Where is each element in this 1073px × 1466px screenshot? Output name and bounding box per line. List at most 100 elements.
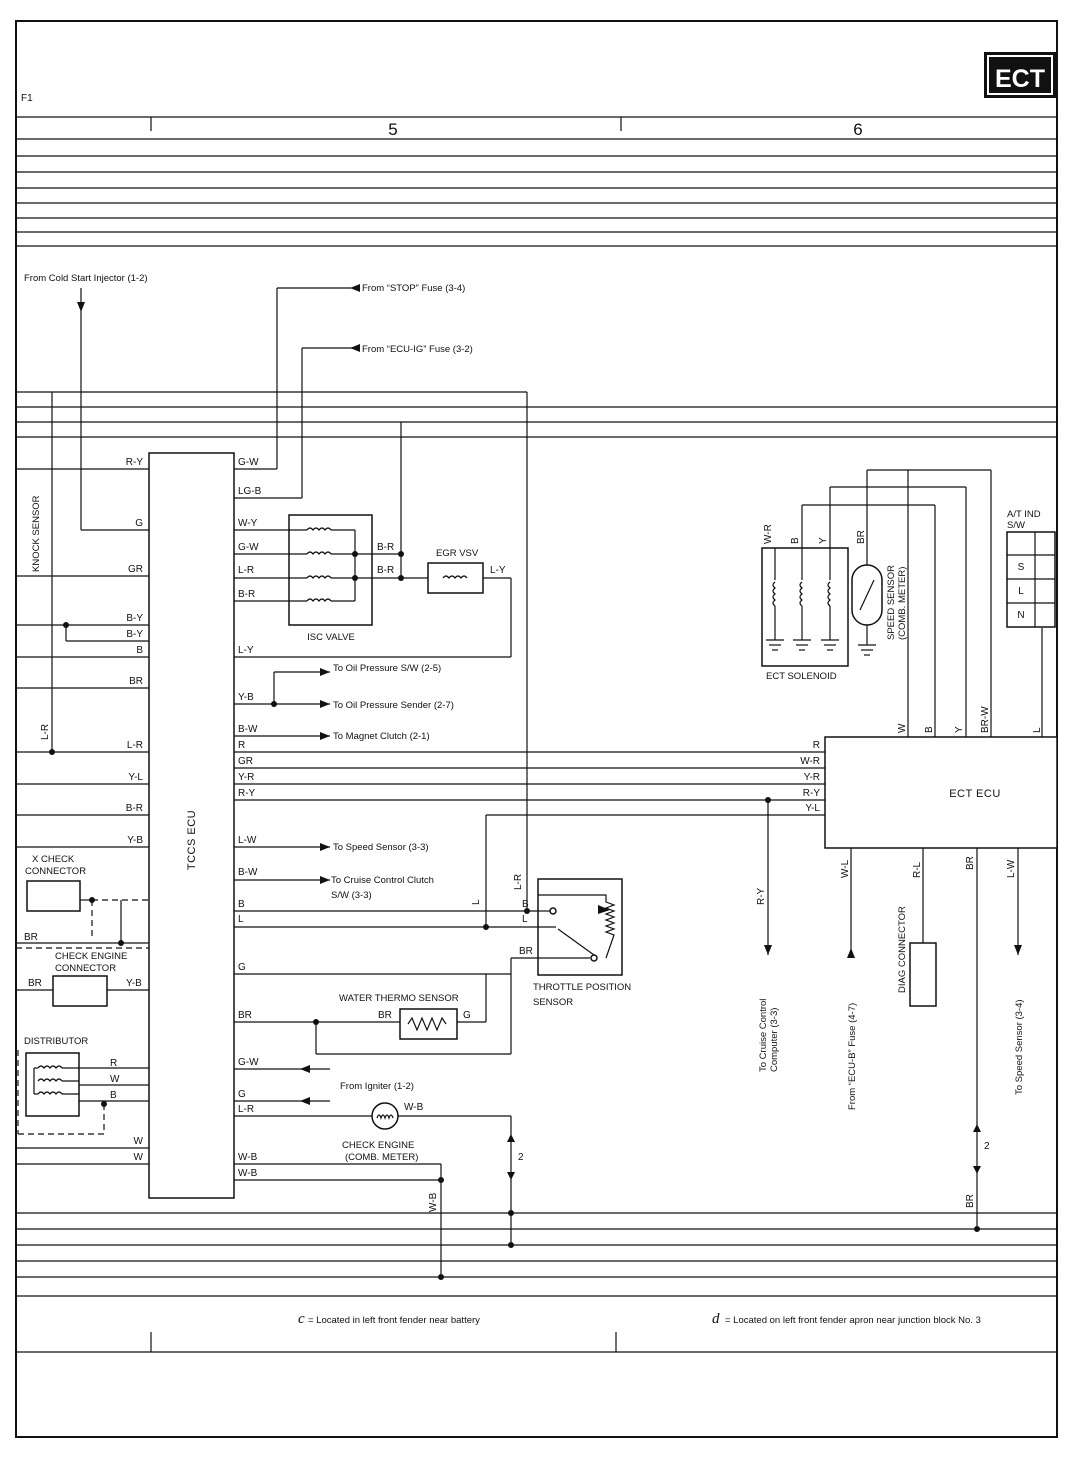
wire-label: W-L	[840, 859, 851, 878]
dest-magnet-clutch: To Magnet Clutch (2-1)	[333, 731, 430, 742]
wire-label: L	[1032, 727, 1043, 733]
source-cold-start: From Cold Start Injector (1-2)	[24, 273, 148, 284]
wire-label: L-Y	[238, 645, 254, 656]
wire-label: G	[238, 962, 246, 973]
wire-label: W	[134, 1136, 144, 1147]
wire-label: BR	[238, 1010, 252, 1021]
wire-label: BR	[378, 1010, 392, 1021]
wire-label: L-R	[127, 740, 143, 751]
wire-label: Y-B	[126, 978, 142, 989]
wire-label: Y-B	[127, 835, 143, 846]
source-igniter: From Igniter (1-2)	[340, 1081, 414, 1092]
wire-label: Y-R	[804, 772, 820, 783]
dest-speed-sensor-3-3: To Speed Sensor (3-3)	[333, 842, 429, 853]
footnote-c: = Located in left front fender near batt…	[308, 1315, 480, 1326]
wire-label: R-L	[912, 861, 923, 878]
wire-label: B	[924, 726, 935, 733]
knock-sensor-label: KNOCK SENSOR	[31, 495, 42, 572]
wire-label: B	[238, 899, 245, 910]
ect-badge-label: ECT	[995, 65, 1045, 93]
wire-label: G	[135, 518, 143, 529]
wire-label: Y	[954, 726, 965, 733]
dest-cruise-computer-2: Computer (3-3)	[769, 1008, 780, 1072]
check-engine-lamp-label-2: (COMB. METER)	[345, 1152, 418, 1163]
wire-label: BR	[24, 932, 38, 943]
ect-ecu	[824, 736, 1058, 849]
wire-label: B	[110, 1090, 117, 1101]
wire-label: Y-L	[128, 772, 143, 783]
wire-label: BR	[519, 946, 533, 957]
wire-label: W-R	[800, 756, 820, 767]
diag-connector	[909, 942, 937, 1007]
ground-ref-right: 2	[984, 1141, 990, 1152]
x-check-label-1: X CHECK	[32, 854, 75, 865]
check-engine-connector	[52, 975, 108, 1007]
speed-sensor-comb-label-1: SPEED SENSOR	[886, 565, 897, 640]
wire-label: B-Y	[126, 613, 143, 624]
column-number-6: 6	[853, 120, 862, 139]
wire-label: G-W	[238, 1057, 259, 1068]
distributor	[25, 1052, 80, 1117]
wire-label: R-Y	[126, 457, 144, 468]
at-pos-n: N	[1017, 610, 1024, 621]
wire-label: R	[238, 740, 245, 751]
dest-speed-sensor-3-4: To Speed Sensor (3-4)	[1014, 999, 1025, 1095]
ect-ecu-label: ECT ECU	[949, 788, 1001, 800]
wire-label: GR	[128, 564, 143, 575]
wire-label: L-R	[513, 874, 524, 890]
wire-label: L-R	[238, 1104, 254, 1115]
wire-label: G	[463, 1010, 471, 1021]
wire-label: W-R	[763, 524, 774, 544]
ect-solenoid-label: ECT SOLENOID	[766, 671, 837, 682]
check-engine-conn-label-1: CHECK ENGINE	[55, 951, 127, 962]
dest-cruise-clutch-2: S/W (3-3)	[331, 890, 372, 901]
wire-label: L-Y	[490, 565, 506, 576]
wire-label: G	[238, 1089, 246, 1100]
wire-label: BR	[28, 978, 42, 989]
wire-label: B	[136, 645, 143, 656]
source-stop-fuse: From “STOP” Fuse (3-4)	[362, 283, 465, 294]
wire-label: W-Y	[238, 518, 258, 529]
wire-label: BR	[856, 530, 867, 544]
at-pos-s: S	[1018, 562, 1025, 573]
wire-label: B	[522, 899, 529, 910]
sheet-border	[15, 20, 1058, 1438]
ect-solenoid-box	[761, 547, 849, 667]
column-number-5: 5	[388, 120, 397, 139]
isc-valve-coils	[306, 527, 332, 602]
wire-label: L-R	[238, 565, 254, 576]
wire-label: LG-B	[238, 486, 262, 497]
diag-connector-label: DIAG CONNECTOR	[897, 906, 908, 993]
wire-label: W	[897, 723, 908, 733]
source-ecu-b-fuse: From “ECU-B” Fuse (4-7)	[847, 1003, 858, 1110]
wire-label: W-B	[428, 1192, 439, 1212]
dest-cruise-computer-1: To Cruise Control	[758, 999, 769, 1072]
dest-oil-pressure-sender: To Oil Pressure Sender (2-7)	[333, 700, 454, 711]
wire-label: L	[471, 899, 482, 905]
ground-ref-left: 2	[518, 1152, 524, 1163]
water-thermo-label: WATER THERMO SENSOR	[339, 993, 459, 1004]
at-pos-l: L	[1018, 586, 1024, 597]
check-engine-conn-label-2: CONNECTOR	[55, 963, 116, 974]
wire-label: L-R	[40, 724, 51, 740]
wire-label: W	[134, 1152, 144, 1163]
wire-label: B-Y	[126, 629, 143, 640]
wire-label: B-R	[377, 565, 394, 576]
x-check-connector	[26, 880, 81, 912]
wire-label: B-R	[238, 589, 255, 600]
wire-label: W-B	[238, 1168, 258, 1179]
wire-label: BR	[129, 676, 143, 687]
wire-label: G-W	[238, 457, 259, 468]
wire-label: L	[522, 914, 528, 925]
isc-valve	[288, 514, 373, 626]
wire-label: B-R	[377, 542, 394, 553]
wire-label: R	[110, 1058, 117, 1069]
wire-label: Y	[818, 537, 829, 544]
check-engine-lamp-label-1: CHECK ENGINE	[342, 1140, 414, 1151]
wire-label: R-Y	[756, 887, 767, 905]
wire-label: Y-R	[238, 772, 254, 783]
footnote-c-symbol: c	[298, 1311, 305, 1327]
footnote-d: = Located on left front fender apron nea…	[725, 1315, 981, 1326]
wire-label: BR	[965, 856, 976, 870]
